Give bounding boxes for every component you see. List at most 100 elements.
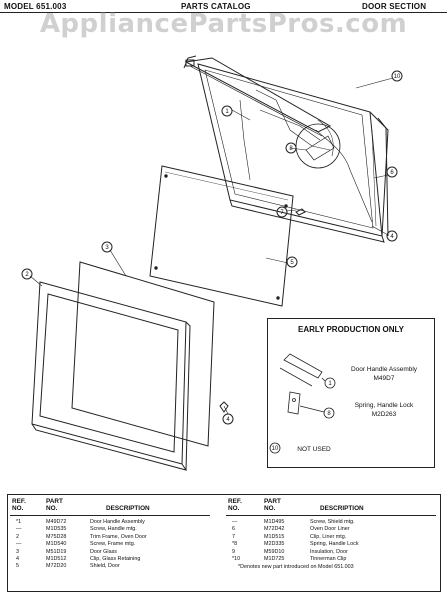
model-label: MODEL 651.003 bbox=[4, 2, 67, 11]
callout-4-upper-text: 4 bbox=[390, 234, 394, 240]
table-cell: 9 bbox=[232, 548, 235, 555]
liner-clip bbox=[295, 208, 306, 216]
right-desc-col: Screw, Shield mtg. Oven Door Liner Clip,… bbox=[310, 519, 359, 563]
callout-8 bbox=[285, 142, 297, 154]
table-cell: M49D72 bbox=[46, 519, 67, 525]
table-cell: 4 bbox=[16, 556, 19, 563]
early-callout-10-text: 10 bbox=[272, 446, 279, 452]
table-cell: Screw, Frame mtg. bbox=[90, 541, 136, 548]
callout-7 bbox=[276, 206, 288, 218]
callout-5 bbox=[286, 256, 298, 268]
table-cell: Door Glass bbox=[90, 548, 117, 555]
table-cell: Shield, Door bbox=[90, 563, 120, 570]
callout-3-text: 3 bbox=[105, 245, 109, 251]
table-cell: — bbox=[16, 526, 22, 533]
callout-2-text: 2 bbox=[25, 272, 29, 278]
callout-4-text: 4 bbox=[226, 417, 230, 423]
door-shield bbox=[149, 165, 294, 307]
trim-frame bbox=[31, 281, 191, 471]
table-cell: *8 bbox=[232, 541, 238, 548]
callout-1 bbox=[221, 105, 233, 117]
early-production-box: EARLY PRODUCTION ONLY Door Handle Assemb… bbox=[267, 318, 435, 468]
glass-clip bbox=[219, 401, 229, 413]
table-cell: Insulation, Door bbox=[310, 548, 348, 555]
door-handle-bar bbox=[183, 55, 332, 137]
table-cell: Clip, Liner mtg. bbox=[310, 533, 347, 540]
footnote: *Denotes new part introduced on Model 65… bbox=[238, 564, 354, 570]
th-partno-left: NO. bbox=[46, 505, 58, 512]
table-cell: 7 bbox=[232, 533, 235, 540]
callout-6 bbox=[386, 166, 398, 178]
early-item-spring: Spring, Handle Lock M2D263 bbox=[334, 401, 434, 419]
callout-4-upper bbox=[386, 230, 398, 242]
early-item-spring-name: Spring, Handle Lock bbox=[354, 402, 414, 409]
early-item-handle-name: Door Handle Assembly bbox=[350, 366, 418, 373]
callout-1-text: 1 bbox=[225, 109, 229, 115]
th-partno-right: NO. bbox=[264, 505, 276, 512]
door-insulation bbox=[239, 89, 373, 223]
table-cell: M72D20 bbox=[46, 563, 67, 570]
th-desc-left: DESCRIPTION bbox=[106, 505, 150, 512]
right-ref-col: — 6 7 *8 9 *10 bbox=[232, 519, 240, 563]
header-underline-right bbox=[226, 515, 436, 516]
early-callout-8-text: 8 bbox=[327, 411, 331, 417]
callout-3 bbox=[101, 241, 113, 253]
th-part-left: PART bbox=[46, 498, 63, 505]
callout-8-text: 8 bbox=[289, 146, 293, 152]
table-cell: M1D540 bbox=[46, 541, 67, 548]
table-cell: — bbox=[16, 541, 22, 548]
table-cell: Door Handle Assembly bbox=[90, 519, 145, 525]
table-cell: Screw, Shield mtg. bbox=[310, 519, 355, 525]
door-glass bbox=[71, 261, 215, 447]
table-cell: M1D495 bbox=[264, 519, 285, 525]
watermark: AppliancePartsPros.com bbox=[39, 9, 408, 39]
table-cell: M59D10 bbox=[264, 548, 285, 555]
early-callout-1-text: 1 bbox=[328, 381, 332, 387]
left-desc-col: Door Handle Assembly Screw, Handle mtg. … bbox=[90, 519, 147, 571]
early-item-spring-part: M2D263 bbox=[371, 411, 397, 418]
callout-2 bbox=[21, 268, 33, 280]
section-label: DOOR SECTION bbox=[362, 2, 427, 11]
header-rule bbox=[0, 12, 447, 13]
table-cell: M2D335 bbox=[264, 541, 285, 548]
table-cell: M1D535 bbox=[46, 526, 67, 533]
table-cell: 5 bbox=[16, 563, 19, 570]
table-cell: *10 bbox=[232, 556, 241, 563]
th-part-right: PART bbox=[264, 498, 281, 505]
early-item-handle: Door Handle Assembly M49D7 bbox=[334, 365, 434, 383]
table-cell: M1D512 bbox=[46, 556, 67, 563]
parts-table: REF. NO. PART NO. DESCRIPTION REF. NO. P… bbox=[7, 494, 441, 592]
th-ref-left: REF. bbox=[12, 498, 26, 505]
th-desc-right: DESCRIPTION bbox=[320, 505, 364, 512]
callout-10-text: 10 bbox=[394, 74, 401, 80]
table-cell: Spring, Handle Lock bbox=[310, 541, 359, 548]
table-cell: M1D515 bbox=[264, 533, 285, 540]
th-ref-right: REF. bbox=[228, 498, 242, 505]
callout-6-text: 6 bbox=[390, 170, 394, 176]
table-cell: 3 bbox=[16, 548, 19, 555]
callout-7-text: 7 bbox=[280, 210, 284, 216]
table-cell: Trim Frame, Oven Door bbox=[90, 533, 147, 540]
early-spring-sketch bbox=[269, 391, 335, 454]
left-ref-col: *1 — 2 — 3 4 5 bbox=[16, 519, 21, 571]
callout-10 bbox=[391, 70, 403, 82]
early-item-handle-part: M49D7 bbox=[373, 375, 395, 382]
table-cell: M1D725 bbox=[264, 556, 285, 563]
left-part-col: M49D72 M1D535 M75D28 M1D540 M51D19 M1D51… bbox=[46, 519, 66, 571]
table-cell: M51D19 bbox=[46, 548, 67, 555]
table-cell: M72D42 bbox=[264, 526, 285, 533]
callout-4 bbox=[222, 413, 234, 425]
oven-door-liner bbox=[197, 63, 389, 243]
table-cell: Oven Door Liner bbox=[310, 526, 350, 533]
table-cell: 2 bbox=[16, 533, 19, 540]
early-item-not-used: NOT USED bbox=[297, 446, 331, 453]
right-part-col: M1D495 M72D42 M1D515 M2D335 M59D10 M1D72… bbox=[264, 519, 284, 563]
catalog-label: PARTS CATALOG bbox=[181, 2, 251, 11]
callout-5-text: 5 bbox=[290, 260, 294, 266]
header-underline-left bbox=[10, 515, 210, 516]
table-cell: *1 bbox=[16, 519, 22, 525]
table-cell: Tinnerman Clip bbox=[310, 556, 347, 563]
th-no-right: NO. bbox=[228, 505, 240, 512]
table-cell: M75D28 bbox=[46, 533, 67, 540]
